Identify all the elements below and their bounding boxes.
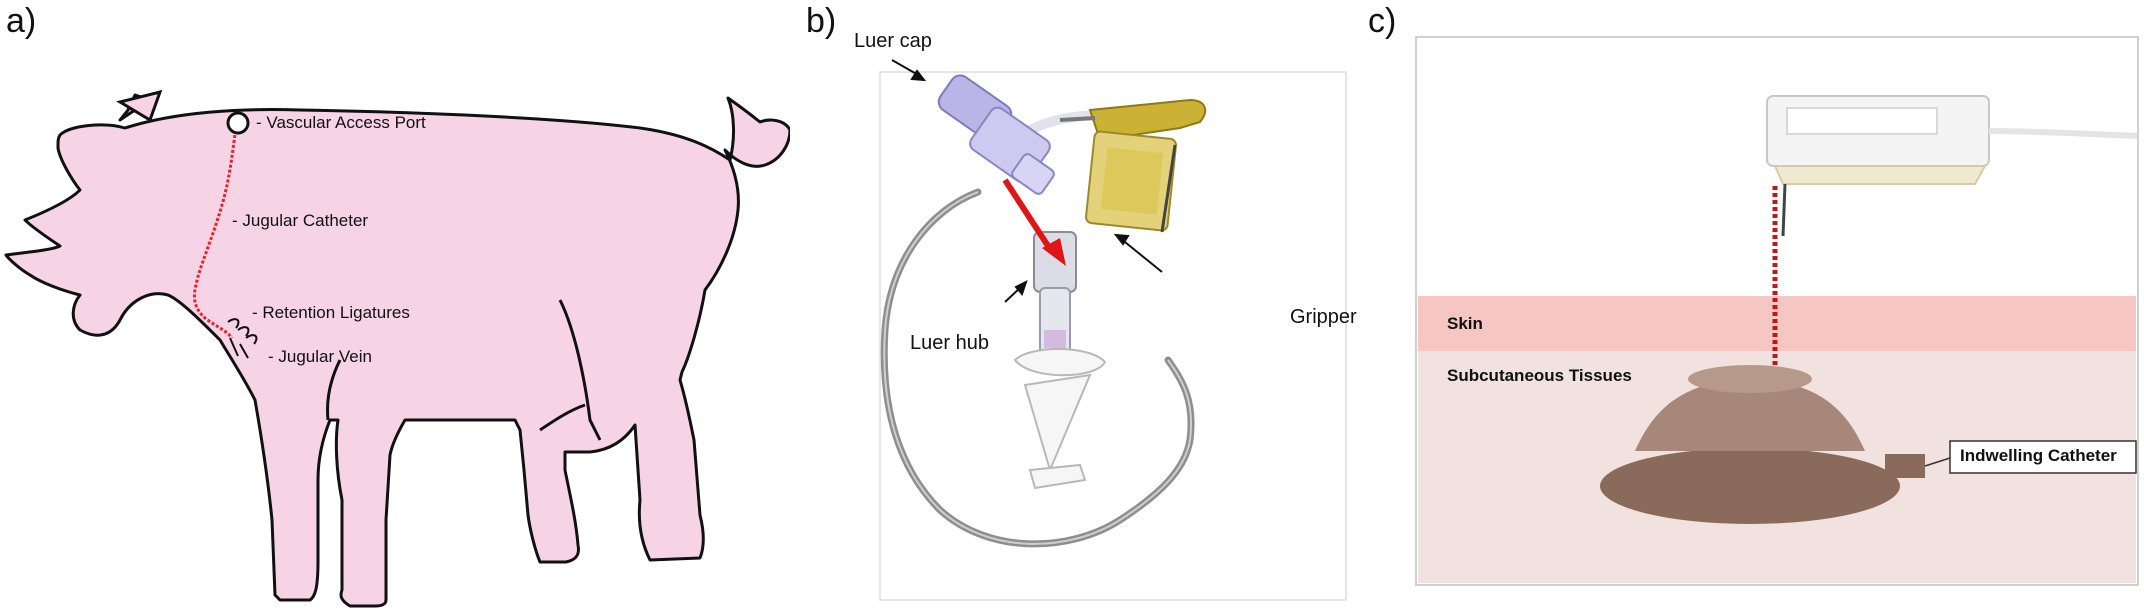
panel-a-label: a) xyxy=(6,2,37,40)
annotation-gripper: Gripper xyxy=(1290,306,1357,328)
tubing-highlight xyxy=(883,191,1192,545)
annotation-subcutaneous-tissues: Subcutaneous Tissues xyxy=(1447,366,1632,385)
hind-leg-outline xyxy=(558,299,602,441)
pointer-arrows xyxy=(891,59,1163,303)
panel-a-pig-diagram: - Vascular Access Port - Jugular Cathete… xyxy=(0,0,792,608)
port-schematic xyxy=(1415,36,2139,586)
luer-cap-body xyxy=(937,74,1055,195)
panel-c-label: c) xyxy=(1368,2,1397,40)
jugular-catheter-line xyxy=(192,124,238,339)
pig-body xyxy=(4,93,792,608)
pig-ear xyxy=(116,89,163,123)
retention-ligatures-marker xyxy=(227,318,258,359)
needle-device xyxy=(1766,95,2138,237)
annotation-skin: Skin xyxy=(1447,314,1483,333)
annotation-jugular-catheter: - Jugular Catheter xyxy=(232,211,369,230)
vascular-access-port-marker xyxy=(226,111,250,135)
tube-clamp xyxy=(1013,348,1107,490)
panel-b-photo: Luer cap Luer hub Gripper xyxy=(790,0,1370,608)
indwelling-leader xyxy=(1924,457,1951,467)
connection-arrow-head xyxy=(1042,238,1066,266)
luer-assembly-illustration xyxy=(879,59,1347,601)
annotation-luer-cap: Luer cap xyxy=(854,30,932,52)
indwelling-label-box xyxy=(1949,440,2137,474)
annotation-vascular-access-port: - Vascular Access Port xyxy=(256,113,426,132)
annotation-indwelling-catheter: Indwelling Catheter xyxy=(1960,446,2117,465)
implanted-port xyxy=(1600,365,1925,524)
panel-c-schematic: Skin Subcutaneous Tissues Indwelling Cat… xyxy=(1415,36,2139,586)
connection-arrow-shaft xyxy=(1002,178,1055,254)
annotation-retention-ligatures: - Retention Ligatures xyxy=(252,303,410,322)
annotation-jugular-vein: - Jugular Vein xyxy=(268,347,372,366)
annotation-luer-hub: Luer hub xyxy=(910,332,989,354)
pig-illustration xyxy=(4,89,792,608)
panel-b-label: b) xyxy=(806,2,837,40)
gripper-body xyxy=(1059,98,1207,233)
belly-line xyxy=(539,403,586,432)
rear-leg-outline xyxy=(326,359,342,421)
